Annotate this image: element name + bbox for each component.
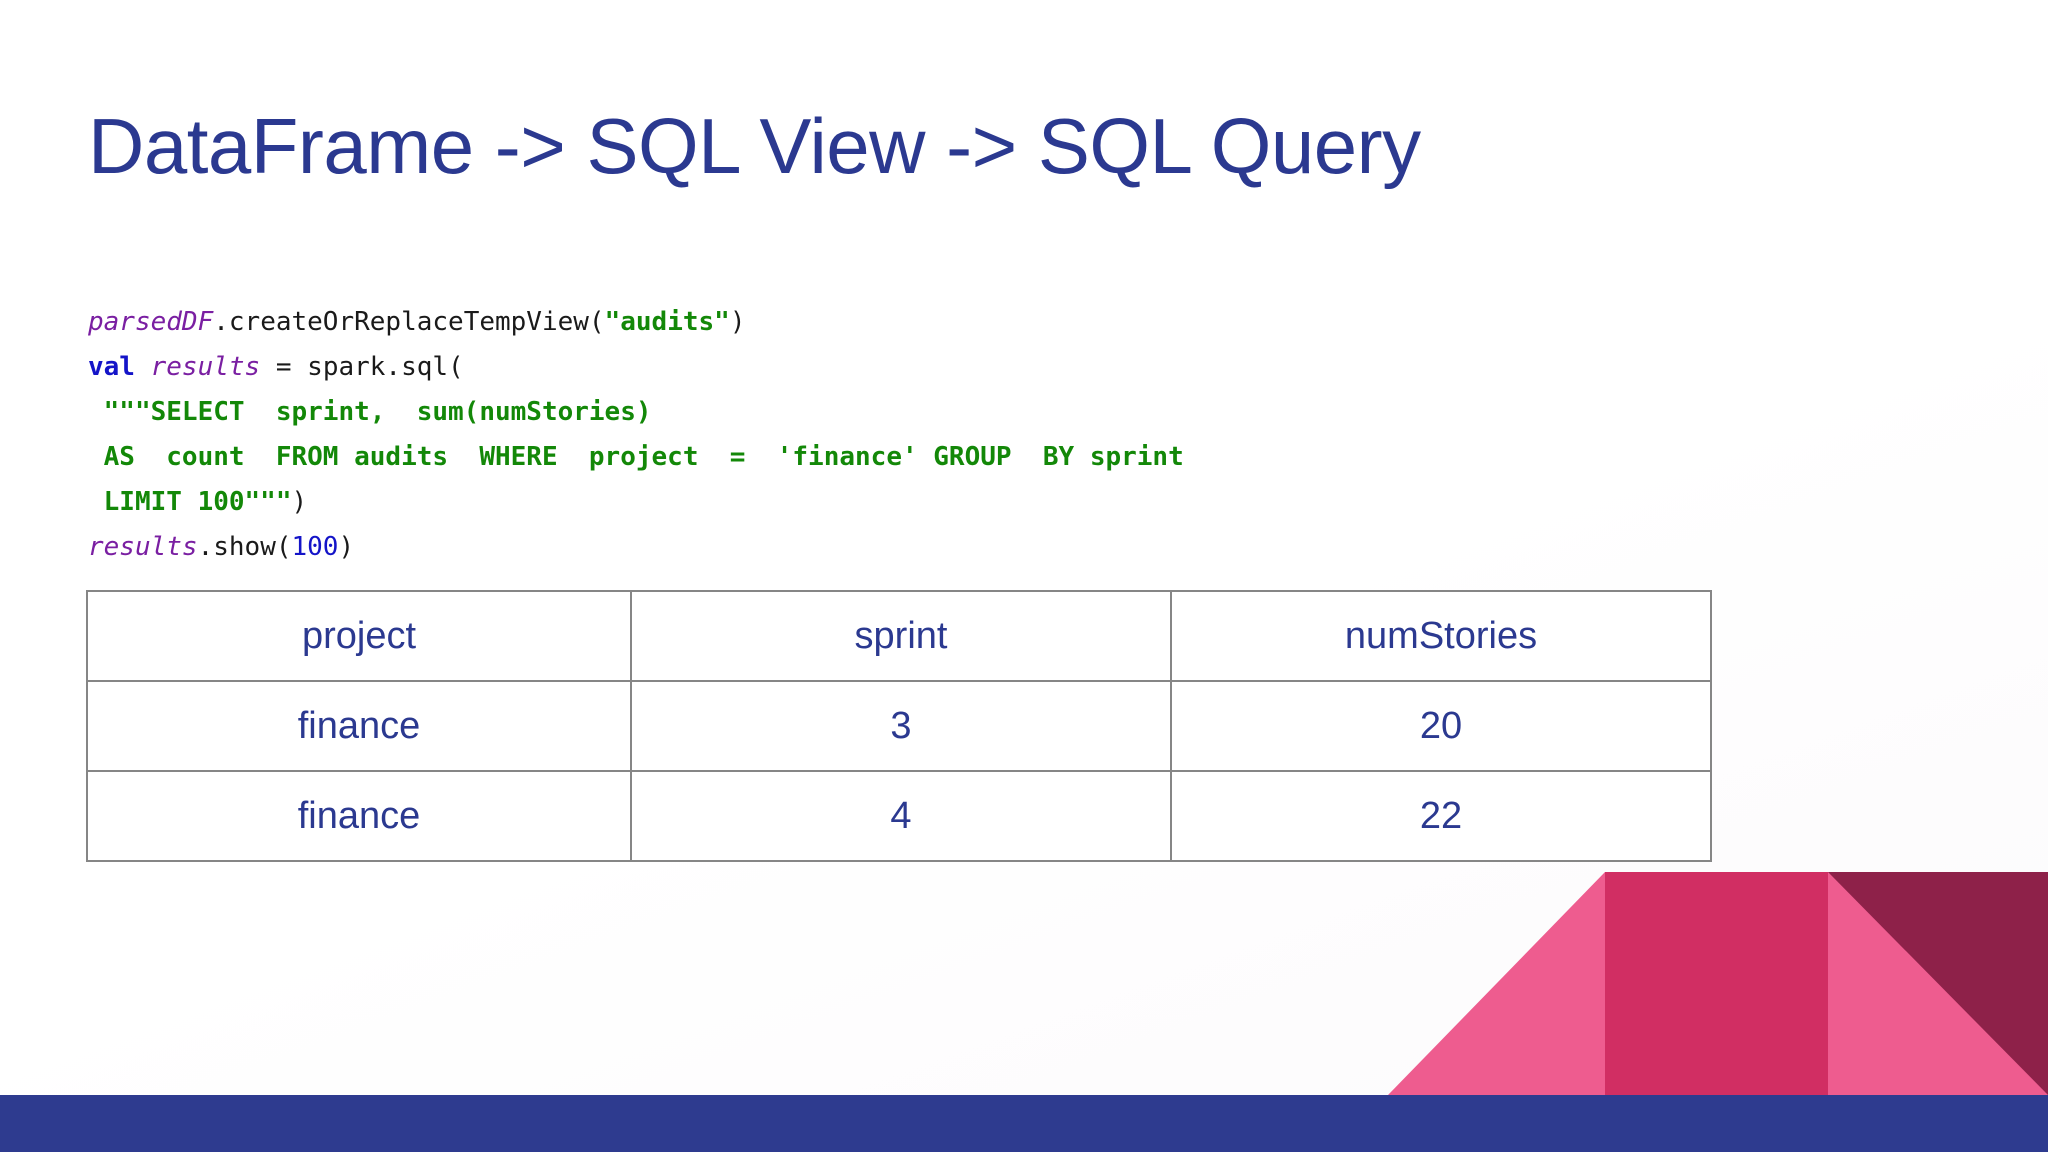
- code-token-plain: ): [338, 532, 355, 562]
- code-token-kw: val: [88, 352, 135, 382]
- code-token-plain: ): [291, 487, 308, 517]
- code-token-str: LIMIT 100""": [88, 487, 292, 517]
- code-token-str: """SELECT sprint, sum(numStories): [88, 397, 652, 427]
- code-block: parsedDF.createOrReplaceTempView("audits…: [88, 300, 1588, 570]
- code-line: parsedDF.createOrReplaceTempView("audits…: [88, 300, 1588, 345]
- page-title: DataFrame -> SQL View -> SQL Query: [88, 102, 1421, 190]
- table-cell: 3: [630, 680, 1172, 772]
- code-token-var: results: [150, 352, 261, 382]
- table-cell: finance: [86, 680, 632, 772]
- code-token-var: parsedDF: [88, 307, 214, 337]
- table-cell: finance: [86, 770, 632, 862]
- code-token-plain: .show(: [197, 532, 292, 562]
- table-cell: 20: [1170, 680, 1712, 772]
- table-cell: 4: [630, 770, 1172, 862]
- code-token-num: 100: [291, 532, 339, 562]
- code-line: LIMIT 100"""): [88, 480, 1588, 525]
- code-token-str: AS count FROM audits WHERE project = 'fi…: [88, 442, 1184, 472]
- code-line: """SELECT sprint, sum(numStories): [88, 390, 1588, 435]
- maroon-corner-triangle: [1828, 872, 2048, 1095]
- code-line: val results = spark.sql(: [88, 345, 1588, 390]
- code-line: AS count FROM audits WHERE project = 'fi…: [88, 435, 1588, 480]
- crimson-center-block: [1605, 872, 1828, 1095]
- pink-right-square: [1828, 872, 2048, 1095]
- bottom-accent-bar: [0, 1095, 2048, 1152]
- code-token-plain: ): [729, 307, 746, 337]
- code-token-plain: .createOrReplaceTempView(: [213, 307, 605, 337]
- code-token-str: "audits": [604, 307, 730, 337]
- code-token-plain: = spark.sql(: [260, 352, 464, 382]
- table-header-cell: project: [86, 590, 632, 682]
- table-header-cell: sprint: [630, 590, 1172, 682]
- code-token-plain: [135, 352, 151, 382]
- pink-left-triangle: [1388, 872, 1605, 1095]
- code-line: results.show(100): [88, 525, 1588, 570]
- table-cell: 22: [1170, 770, 1712, 862]
- code-token-var: results: [88, 532, 198, 562]
- table-header-cell: numStories: [1170, 590, 1712, 682]
